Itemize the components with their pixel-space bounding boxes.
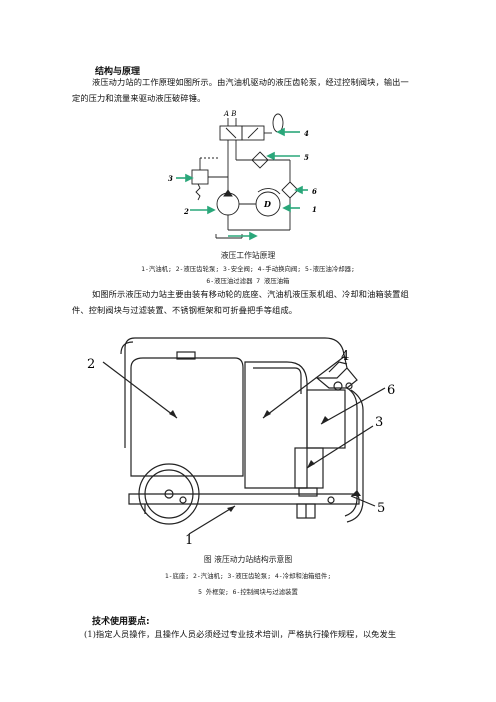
pump-block xyxy=(294,447,324,489)
fig2-label-1: 1 xyxy=(185,533,193,548)
fig1-label-6: 6 xyxy=(312,187,317,196)
engine-circle xyxy=(255,191,281,217)
fig1-caption: 液压工作站原理 xyxy=(220,251,276,260)
frame-top xyxy=(124,337,348,369)
fig2-label-6: 6 xyxy=(387,383,395,398)
label-d: D xyxy=(263,199,271,209)
fig1-legend-1: 1-汽油机; 2-液压齿轮泵; 3-安全阀; 4-手动换向阀; 5-液压油冷却器… xyxy=(141,265,355,273)
hydraulic-schematic: A B D 1 2 3 4 5 6 xyxy=(168,110,317,241)
fig2-label-5: 5 xyxy=(377,501,385,516)
relief-valve-box xyxy=(191,169,209,185)
para2-line-2: 件、控制阀块与过滤装置、不锈钢框架和可折叠把手等组成。 xyxy=(72,305,298,315)
fig1-label-2: 2 xyxy=(183,207,189,216)
cooler-symbol xyxy=(251,151,269,169)
control-block xyxy=(306,389,346,449)
fig1-label-3: 3 xyxy=(168,174,173,183)
base-plate xyxy=(128,493,360,505)
intro-line-1: 液压动力站的工作原理如图所示。由汽油机驱动的液压齿轮泵，经过控制阀块，输出一 xyxy=(92,77,409,87)
fig2-legend-1: 1-底座; 2-汽油机; 3-液压齿轮泵; 4-冷却和油箱组件; xyxy=(164,572,332,580)
para2-line-1: 如图所示液压动力站主要由装有移动轮的底座、汽油机液压泵机组、冷却和油箱装置组 xyxy=(92,289,409,299)
valve-handle xyxy=(272,113,284,133)
tech-item-1: (1)指定人员操作，且操作人员必须经过专业技术培训，严格执行操作规程，以免发生 xyxy=(84,629,397,639)
fig2-caption: 图 液压动力站结构示意图 xyxy=(203,555,293,564)
section-title: 结构与原理 xyxy=(95,67,141,77)
fig2-legend-2: 5 外框架; 6-控制阀块与过滤装置 xyxy=(198,588,298,596)
fig1-label-5: 5 xyxy=(304,153,309,162)
label-ab: A B xyxy=(223,110,236,118)
fig2-label-4: 4 xyxy=(341,349,349,364)
fig1-legend-2: 6-液压油过滤器 7 液压油箱 xyxy=(206,277,290,285)
fig2-label-3: 3 xyxy=(375,415,383,430)
power-station-drawing: 4 2 6 3 5 1 xyxy=(87,337,395,548)
cooling-tank xyxy=(244,361,308,489)
fig1-label-4: 4 xyxy=(304,129,309,138)
engine-housing xyxy=(130,357,244,477)
fig2-label-2: 2 xyxy=(87,357,95,372)
intro-line-2: 定的压力和流量来驱动液压破碎锤。 xyxy=(72,93,206,103)
tech-title: 技术使用要点: xyxy=(92,617,150,627)
wheel xyxy=(138,463,200,525)
fig1-label-1: 1 xyxy=(312,205,317,214)
